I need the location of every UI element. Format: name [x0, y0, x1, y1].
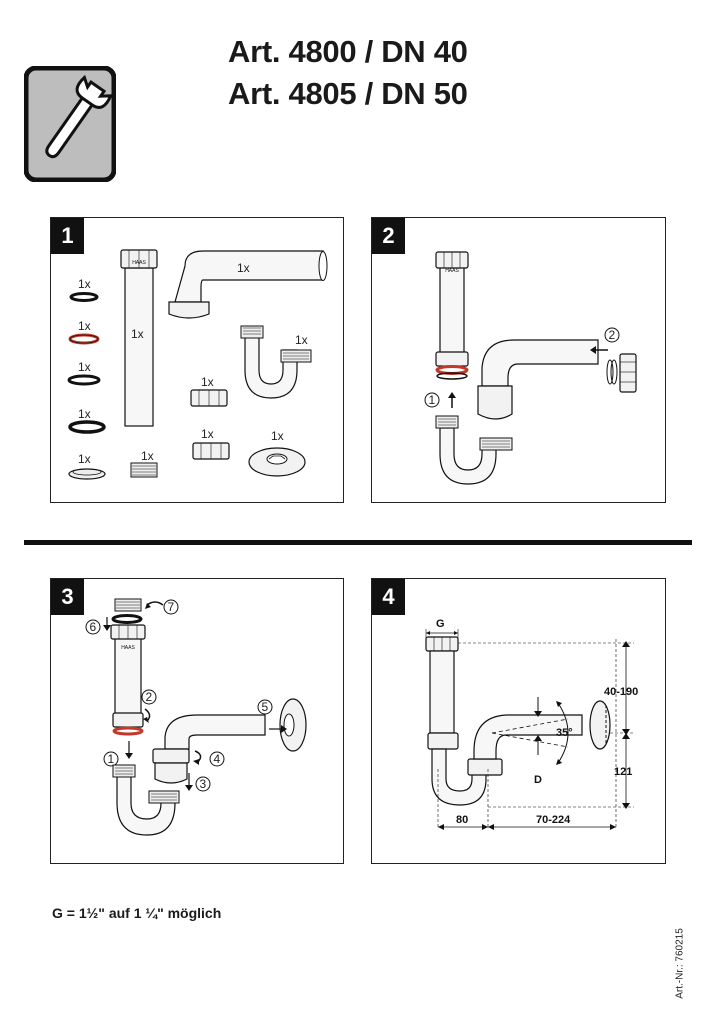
step-number: 2	[146, 690, 153, 704]
step-marker-2	[141, 689, 157, 705]
union-nut	[112, 712, 144, 728]
qty-label: 1x	[141, 449, 154, 463]
qty-label: 1x	[295, 333, 308, 347]
step-number: 1	[429, 393, 436, 407]
qty-label: 1x	[271, 429, 284, 443]
step-marker-1	[103, 751, 119, 767]
qty-label: 1x	[201, 427, 214, 441]
panel-2: 2 HAAS 1 2	[371, 217, 666, 503]
step-marker-3	[195, 776, 211, 792]
panel-1-illustration: 1x 1x 1x 1x 1x HAAS 1x 1x 1x	[67, 249, 328, 480]
union-nut	[427, 732, 459, 750]
panel-number: 1	[51, 218, 84, 254]
qty-label: 1x	[201, 375, 214, 389]
dimension-height-range: 40-190	[604, 686, 638, 698]
bent-pipe	[164, 714, 266, 750]
article-number: Art.-Nr.: 760215	[674, 928, 686, 999]
union-nut	[435, 351, 469, 367]
brand-label: HAAS	[132, 260, 146, 266]
panel-4: 4 G 35° D	[371, 578, 666, 864]
title-line-2: Art. 4805 / DN 50	[228, 76, 468, 111]
step-number: 7	[168, 600, 175, 614]
bent-pipe	[174, 250, 324, 303]
u-trap	[435, 415, 513, 485]
union-nut	[467, 758, 503, 776]
seal-ring	[68, 420, 106, 434]
panel-number: 3	[51, 579, 84, 615]
panel-2-illustration: HAAS 1 2	[424, 251, 637, 485]
step-marker-4	[209, 751, 225, 767]
title-line-1: Art. 4800 / DN 40	[228, 34, 468, 69]
step-number: 6	[90, 620, 97, 634]
section-divider	[24, 540, 692, 545]
seal-ring	[69, 292, 99, 302]
union-nut	[619, 353, 637, 393]
wall-rosette	[589, 700, 611, 750]
dimension-angle: 35°	[556, 727, 573, 739]
qty-label: 1x	[78, 360, 91, 374]
qty-label: 1x	[78, 319, 91, 333]
dimension-offset: 80	[456, 814, 468, 826]
red-seal-ring	[112, 726, 144, 736]
footnote: G = 1½" auf 1 ¼" möglich	[52, 905, 222, 921]
qty-label: 1x	[78, 277, 91, 291]
dimension-d: D	[534, 774, 542, 786]
straight-pipe	[124, 267, 154, 427]
step-marker-6	[85, 619, 101, 635]
panel-1: 1 1x 1x 1x 1x 1x HAAS 1x 1x	[50, 217, 344, 503]
union-nut	[152, 748, 190, 764]
straight-pipe	[114, 634, 142, 718]
straight-pipe	[429, 650, 455, 734]
straight-pipe	[439, 265, 465, 355]
step-marker-1	[424, 392, 440, 408]
qty-label: 1x	[131, 327, 144, 341]
u-trap	[112, 764, 180, 836]
panel-number: 2	[372, 218, 405, 254]
dimension-reach: 70-224	[536, 814, 571, 826]
dimension-g: G	[436, 618, 445, 630]
qty-label: 1x	[237, 261, 250, 275]
panel-3: 3 7 6 HAAS 2 1	[50, 578, 344, 864]
step-marker-2	[604, 327, 620, 343]
step-number: 5	[262, 700, 269, 714]
dimension-height: 121	[614, 766, 632, 778]
step-number: 4	[214, 752, 221, 766]
step-number: 1	[108, 752, 115, 766]
threaded-adapter	[130, 462, 158, 478]
u-trap	[240, 325, 312, 399]
brand-label: HAAS	[121, 645, 135, 651]
qty-label: 1x	[78, 407, 91, 421]
panel-number: 4	[372, 579, 405, 615]
seal-ring	[111, 614, 143, 624]
panel-3-illustration: 7 6 HAAS 2 1 4	[85, 598, 307, 836]
step-number: 2	[609, 328, 616, 342]
qty-label: 1x	[78, 452, 91, 466]
bent-pipe	[473, 714, 583, 760]
panel-4-dimension-drawing: G 35° D	[425, 618, 638, 830]
wrench-icon	[23, 65, 117, 183]
seal-ring	[67, 374, 101, 386]
bent-pipe	[481, 339, 599, 387]
step-marker-5	[257, 699, 273, 715]
step-number: 3	[200, 777, 207, 791]
step-marker-7	[163, 599, 179, 615]
brand-label: HAAS	[445, 268, 459, 274]
